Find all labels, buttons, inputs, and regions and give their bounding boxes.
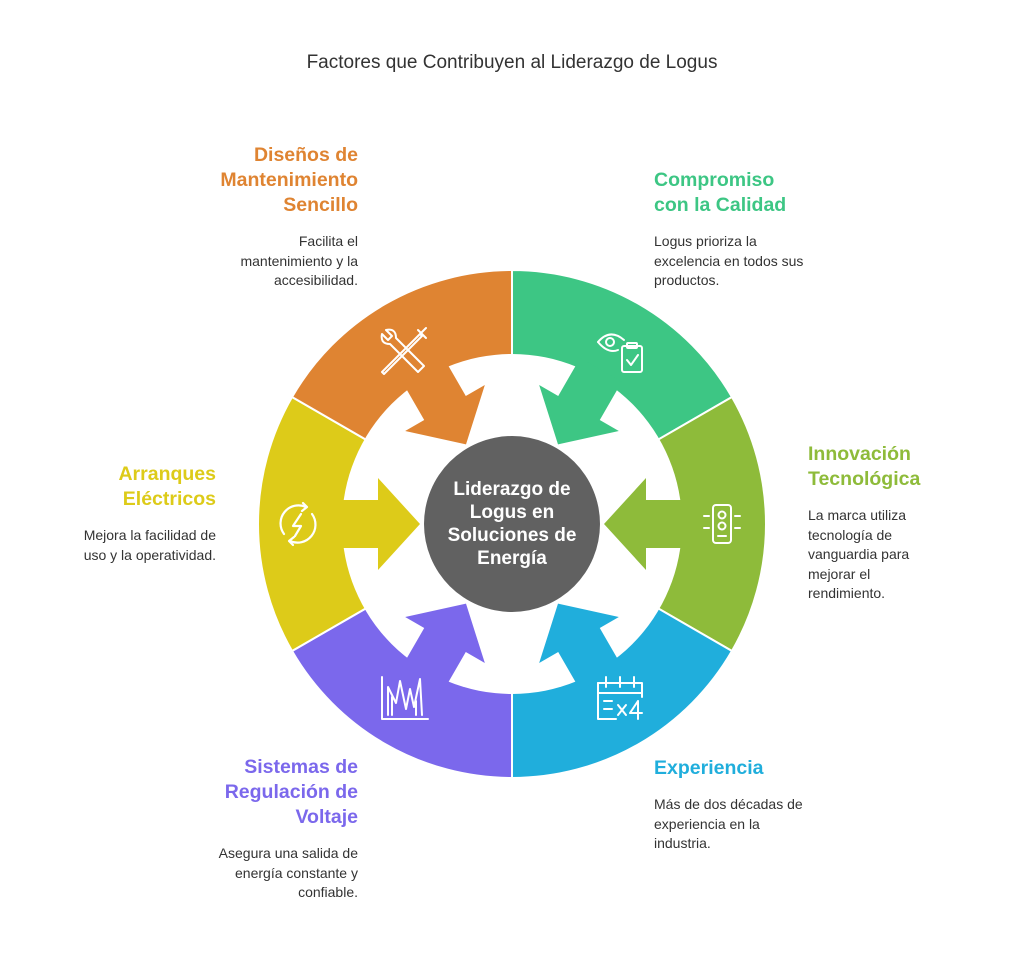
- arrow-arranques: [334, 478, 420, 570]
- factor-block-experiencia: Experiencia Más de dos décadas de experi…: [654, 756, 884, 854]
- factor-title: Diseños de Mantenimiento Sencillo: [220, 144, 358, 216]
- eye-clipboard-check-icon: [597, 333, 643, 373]
- traffic-light-chip-icon: [703, 504, 741, 544]
- factor-description: Asegura una salida de energía constante …: [218, 845, 358, 900]
- voltage-waveform-icon: [381, 676, 429, 720]
- factor-description: Facilita el mantenimiento y la accesibil…: [240, 233, 358, 288]
- factor-description: Logus prioriza la excelencia en todos su…: [654, 233, 804, 288]
- center-label: Liderazgo de Logus en Soluciones de Ener…: [447, 479, 577, 569]
- factor-title: Experiencia: [654, 757, 764, 779]
- diagram-title: Factores que Contribuyen al Liderazgo de…: [306, 52, 718, 73]
- arrow-innovacion: [604, 478, 690, 570]
- lightning-cycle-icon: [279, 501, 317, 547]
- calendar-times-four-icon: [597, 676, 643, 720]
- factor-title: Arranques Eléctricos: [118, 463, 216, 510]
- factor-block-regulacion: Sistemas de Regulación de Voltaje Asegur…: [128, 755, 358, 903]
- factor-title: Compromiso con la Calidad: [654, 169, 787, 216]
- arrow-calidad: [539, 357, 622, 445]
- factor-description: Más de dos décadas de experiencia en la …: [654, 796, 803, 851]
- factor-block-innovacion: Innovación Tecnológica La marca utiliza …: [808, 442, 1024, 604]
- arrow-mantenimiento: [402, 357, 485, 445]
- factor-description: Mejora la facilidad de uso y la operativ…: [83, 527, 216, 563]
- factor-block-mantenimiento: Diseños de Mantenimiento Sencillo Facili…: [128, 143, 358, 291]
- wrench-screwdriver-icon: [380, 327, 427, 375]
- center-hub: [424, 436, 600, 612]
- factor-description: La marca utiliza tecnología de vanguardi…: [808, 507, 910, 601]
- arrow-experiencia: [539, 603, 622, 691]
- factor-block-calidad: Compromiso con la Calidad Logus prioriza…: [654, 168, 884, 291]
- factor-title: Innovación Tecnológica: [808, 443, 921, 490]
- factor-title: Sistemas de Regulación de Voltaje: [224, 756, 358, 828]
- factor-block-arranques: Arranques Eléctricos Mejora la facilidad…: [0, 462, 216, 565]
- wheel-arrows: [334, 357, 690, 691]
- arrow-regulacion: [402, 603, 485, 691]
